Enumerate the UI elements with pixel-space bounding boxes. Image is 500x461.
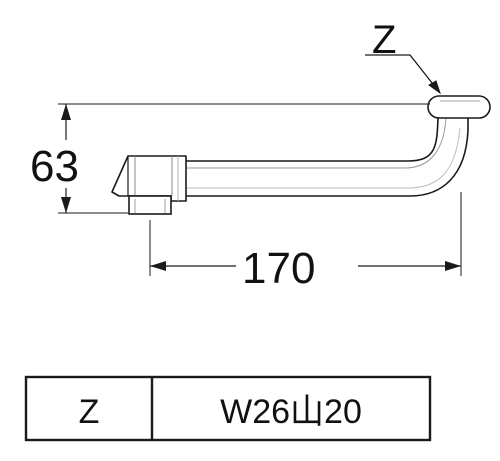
nozzle-head: [111, 155, 187, 202]
height-dimension: [36, 103, 430, 214]
outlet-ring: [128, 195, 172, 215]
spec-table-key: Z: [79, 393, 100, 431]
spout-body: [111, 95, 491, 215]
callout-leader: [365, 54, 441, 95]
spec-table-value: W26山20: [220, 393, 362, 431]
length-value: 170: [242, 244, 315, 293]
connector-cap: [427, 95, 491, 119]
length-dimension: [149, 192, 462, 288]
spec-table: [24, 375, 432, 442]
height-value: 63: [30, 142, 79, 191]
